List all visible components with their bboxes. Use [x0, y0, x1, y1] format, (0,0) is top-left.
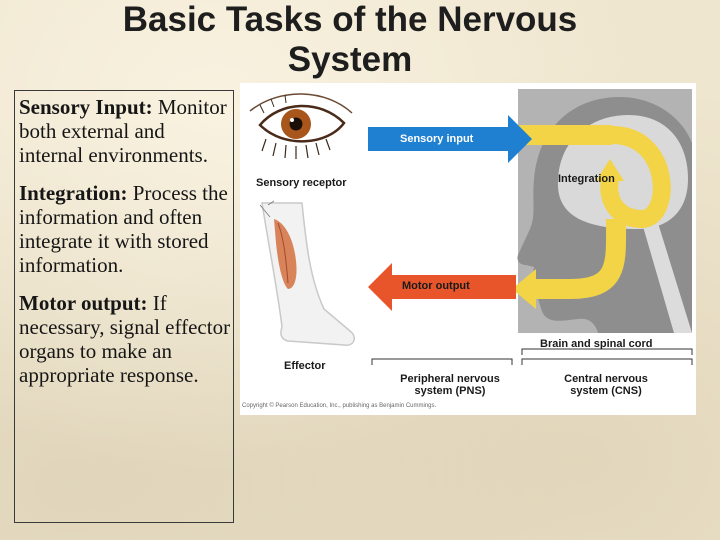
leg-illustration — [259, 200, 355, 346]
sensory-receptor-label: Sensory receptor — [256, 177, 347, 189]
pns-brace — [371, 358, 513, 365]
cns-label-line1: Central nervous — [564, 373, 648, 385]
motor-output-arrow — [368, 263, 516, 311]
cns-brace — [521, 358, 693, 365]
integration-label: Integration — [558, 173, 615, 185]
motor-yellow-path — [530, 218, 627, 299]
description-panel: Sensory Input: Monitor both external and… — [14, 90, 234, 523]
eye-illustration — [249, 93, 353, 159]
sensory-input-label: Sensory input — [400, 133, 474, 145]
motor-output-text: If necessary, signal effector organs to … — [19, 291, 231, 387]
slide-title: Basic Tasks of the Nervous System — [122, 0, 578, 79]
pns-label: Peripheral nervous system (PNS) — [390, 373, 510, 397]
cns-label: Central nervous system (CNS) — [546, 373, 666, 397]
copyright-notice: Copyright © Pearson Education, Inc., pub… — [242, 403, 437, 409]
integration-loop — [600, 126, 671, 229]
pns-label-line1: Peripheral nervous — [400, 373, 500, 385]
sensory-input-arrow — [368, 115, 532, 163]
integration-paragraph: Integration: Process the information and… — [19, 181, 233, 277]
cns-label-line2: system (CNS) — [570, 385, 642, 397]
spinal-cord — [642, 223, 692, 333]
motor-yellow-arrowhead — [512, 269, 536, 309]
figure-illustration — [249, 89, 693, 365]
effector-label: Effector — [284, 360, 326, 372]
integration-loop-arrowhead — [596, 159, 624, 181]
sensory-input-paragraph: Sensory Input: Monitor both external and… — [19, 95, 233, 167]
brain-cord-brace — [521, 348, 693, 355]
motor-output-term: Motor output: — [19, 291, 148, 315]
nervous-system-figure: Sensory input Motor output Integration S… — [240, 83, 696, 415]
motor-output-paragraph: Motor output: If necessary, signal effec… — [19, 291, 233, 387]
brain-spinal-cord-label: Brain and spinal cord — [540, 338, 653, 350]
sensory-input-text: Monitor both external and internal envir… — [19, 95, 227, 167]
pns-label-line2: system (PNS) — [414, 385, 486, 397]
sensory-input-term: Sensory Input: — [19, 95, 153, 119]
integration-text: Process the information and often integr… — [19, 181, 228, 277]
motor-output-label: Motor output — [402, 280, 470, 292]
integration-term: Integration: — [19, 181, 128, 205]
